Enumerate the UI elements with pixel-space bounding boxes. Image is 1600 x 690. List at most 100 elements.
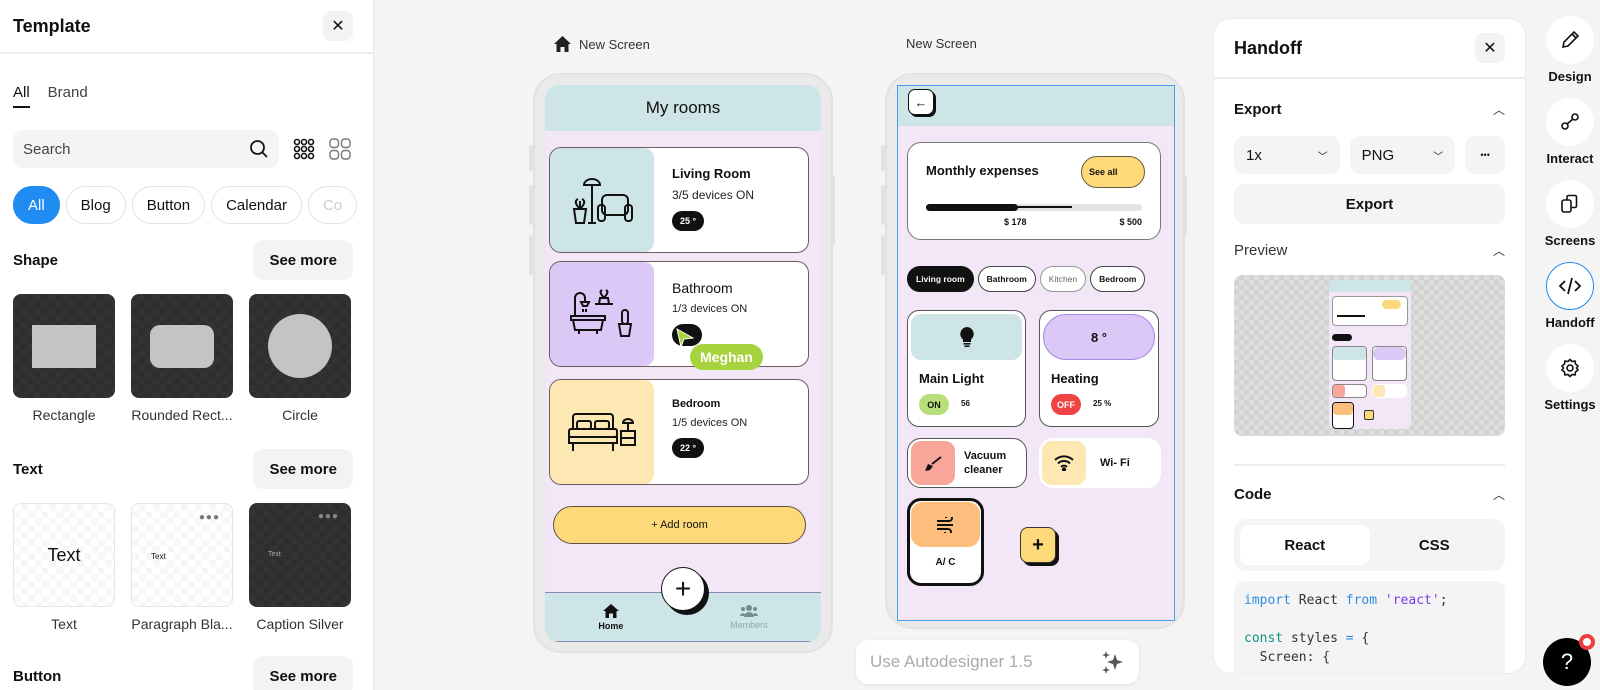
rail-button[interactable] <box>1546 262 1594 310</box>
text-see-more-button[interactable]: See more <box>253 449 353 489</box>
tile-rectangle[interactable]: Rectangle <box>13 294 115 423</box>
format-select[interactable]: PNG ﹀ <box>1349 136 1456 174</box>
light-bulb-icon <box>959 327 974 347</box>
fab-add-button[interactable]: + <box>661 567 705 611</box>
filter-bedroom[interactable]: Bedroom <box>1090 266 1146 292</box>
screen1-label[interactable]: New Screen <box>554 36 650 52</box>
grid-large-view-icon[interactable] <box>329 138 351 160</box>
tile-label: Paragraph Bla... <box>131 616 233 632</box>
circle-preview <box>249 294 351 398</box>
chevron-up-icon[interactable]: ︿ <box>1492 244 1505 258</box>
chip-calendar[interactable]: Calendar <box>211 186 302 224</box>
filter-bathroom[interactable]: Bathroom <box>977 266 1036 292</box>
rail-settings[interactable]: Settings <box>1540 344 1600 412</box>
chip-all[interactable]: All <box>13 186 60 224</box>
interact-icon <box>1561 113 1579 130</box>
export-title: Export <box>1234 101 1282 118</box>
preview-section-header[interactable]: Preview ︿ <box>1214 242 1525 259</box>
rounded-rectangle-shape-icon <box>150 324 214 368</box>
caption-preview: ●●●Text <box>249 503 351 607</box>
device-card-main-light[interactable]: Main Light ON 56 <box>907 310 1026 427</box>
back-button[interactable]: ← <box>908 89 934 115</box>
export-section-header[interactable]: Export ︿ <box>1214 101 1525 118</box>
search-input[interactable] <box>23 140 223 158</box>
autodesigner-bar[interactable] <box>856 640 1139 684</box>
tab-all[interactable]: All <box>13 84 30 108</box>
nav-members[interactable]: Members <box>730 604 768 630</box>
format-value: PNG <box>1361 146 1395 164</box>
tab-react[interactable]: React <box>1240 525 1370 565</box>
rail-design[interactable]: Design <box>1540 16 1600 84</box>
sparkle-icon[interactable] <box>1101 650 1125 674</box>
device-icon-area <box>1042 441 1086 485</box>
see-all-button[interactable]: See all <box>1081 156 1145 188</box>
filter-living-room[interactable]: Living room <box>907 266 974 292</box>
tile-label: Rounded Rect... <box>131 407 233 423</box>
code-section-header[interactable]: Code ︿ <box>1214 486 1525 503</box>
rail-button[interactable] <box>1546 180 1594 228</box>
rectangle-shape-icon <box>32 324 96 368</box>
more-icon: ••• <box>1480 150 1490 160</box>
rail-button[interactable] <box>1546 344 1594 392</box>
room-card-living-room[interactable]: Living Room 3/5 devices ON 25 ° <box>549 147 809 253</box>
tile-caption[interactable]: ●●●Text Caption Silver <box>249 503 351 632</box>
search-icon[interactable] <box>249 139 269 159</box>
close-handoff-button[interactable]: ✕ <box>1475 33 1505 63</box>
rail-handoff[interactable]: Handoff <box>1540 262 1600 330</box>
chevron-up-icon[interactable]: ︿ <box>1492 488 1505 502</box>
rail-screens[interactable]: Screens <box>1540 180 1600 248</box>
code-block[interactable]: import React from 'react'; const styles … <box>1234 581 1505 673</box>
tile-text[interactable]: Text Text <box>13 503 115 632</box>
search-box[interactable] <box>13 130 279 168</box>
scale-select[interactable]: 1x﹀ <box>1234 136 1340 174</box>
tab-brand[interactable]: Brand <box>47 84 88 101</box>
add-device-button[interactable]: + <box>1020 527 1056 563</box>
budget-amount: $ 500 <box>1119 217 1142 227</box>
section-title-text: Text <box>13 460 43 478</box>
filter-kitchen[interactable]: Kitchen <box>1039 266 1087 292</box>
device-card-heating[interactable]: 8 ° Heating OFF 25 % <box>1039 310 1159 427</box>
tile-paragraph[interactable]: ●●●Text Paragraph Bla... <box>131 503 233 632</box>
more-icon[interactable]: ●●● <box>198 512 220 523</box>
button-see-more-button[interactable]: See more <box>253 656 353 690</box>
more-options-button[interactable]: ••• <box>1465 136 1505 174</box>
chevron-down-icon: ﹀ <box>1433 151 1444 163</box>
template-header: Template ✕ <box>0 0 373 54</box>
thumb-light <box>1333 347 1366 360</box>
autodesigner-input[interactable] <box>870 652 1080 672</box>
device-state-toggle[interactable]: OFF <box>1051 394 1081 415</box>
tile-circle[interactable]: Circle <box>249 294 351 423</box>
rail-interact[interactable]: Interact <box>1540 98 1600 166</box>
help-button[interactable]: ? <box>1543 634 1595 686</box>
code-token: import <box>1244 593 1291 608</box>
rail-button[interactable] <box>1546 98 1594 146</box>
device-card-wifi[interactable]: Wi- Fi <box>1039 438 1161 488</box>
shape-see-more-button[interactable]: See more <box>253 240 353 280</box>
room-card-bathroom[interactable]: Bathroom 1/3 devices ON <box>549 261 809 367</box>
more-icon[interactable]: ●●● <box>317 511 339 522</box>
room-card-bedroom[interactable]: Bedroom 1/5 devices ON 22 ° <box>549 379 809 485</box>
nav-home[interactable]: Home <box>598 603 623 631</box>
close-template-button[interactable]: ✕ <box>323 11 353 41</box>
thumb-see-all <box>1382 300 1401 309</box>
tab-css[interactable]: CSS <box>1418 536 1450 554</box>
screen2-label[interactable]: New Screen <box>906 36 977 51</box>
monthly-expenses-screen[interactable]: ← Monthly expenses See all $ 178 $ 500 L… <box>897 85 1175 621</box>
chip-button[interactable]: Button <box>131 186 206 224</box>
tile-rounded-rectangle[interactable]: Rounded Rect... <box>131 294 233 423</box>
device-state-toggle[interactable]: ON <box>919 394 949 415</box>
device-name: Main Light <box>919 371 984 386</box>
grid-small-view-icon[interactable] <box>293 138 315 160</box>
chip-blog[interactable]: Blog <box>65 186 126 224</box>
device-icon-area <box>911 502 980 547</box>
chevron-up-icon[interactable]: ︿ <box>1492 103 1505 117</box>
rail-button[interactable] <box>1546 16 1594 64</box>
export-button[interactable]: Export <box>1234 184 1505 224</box>
section-title-shape: Shape <box>13 251 59 269</box>
device-card-ac[interactable]: A/ C <box>907 498 984 586</box>
add-room-button[interactable]: + Add room <box>553 506 806 544</box>
phone-side-button <box>831 175 835 245</box>
chip-more[interactable]: Co <box>307 186 358 224</box>
